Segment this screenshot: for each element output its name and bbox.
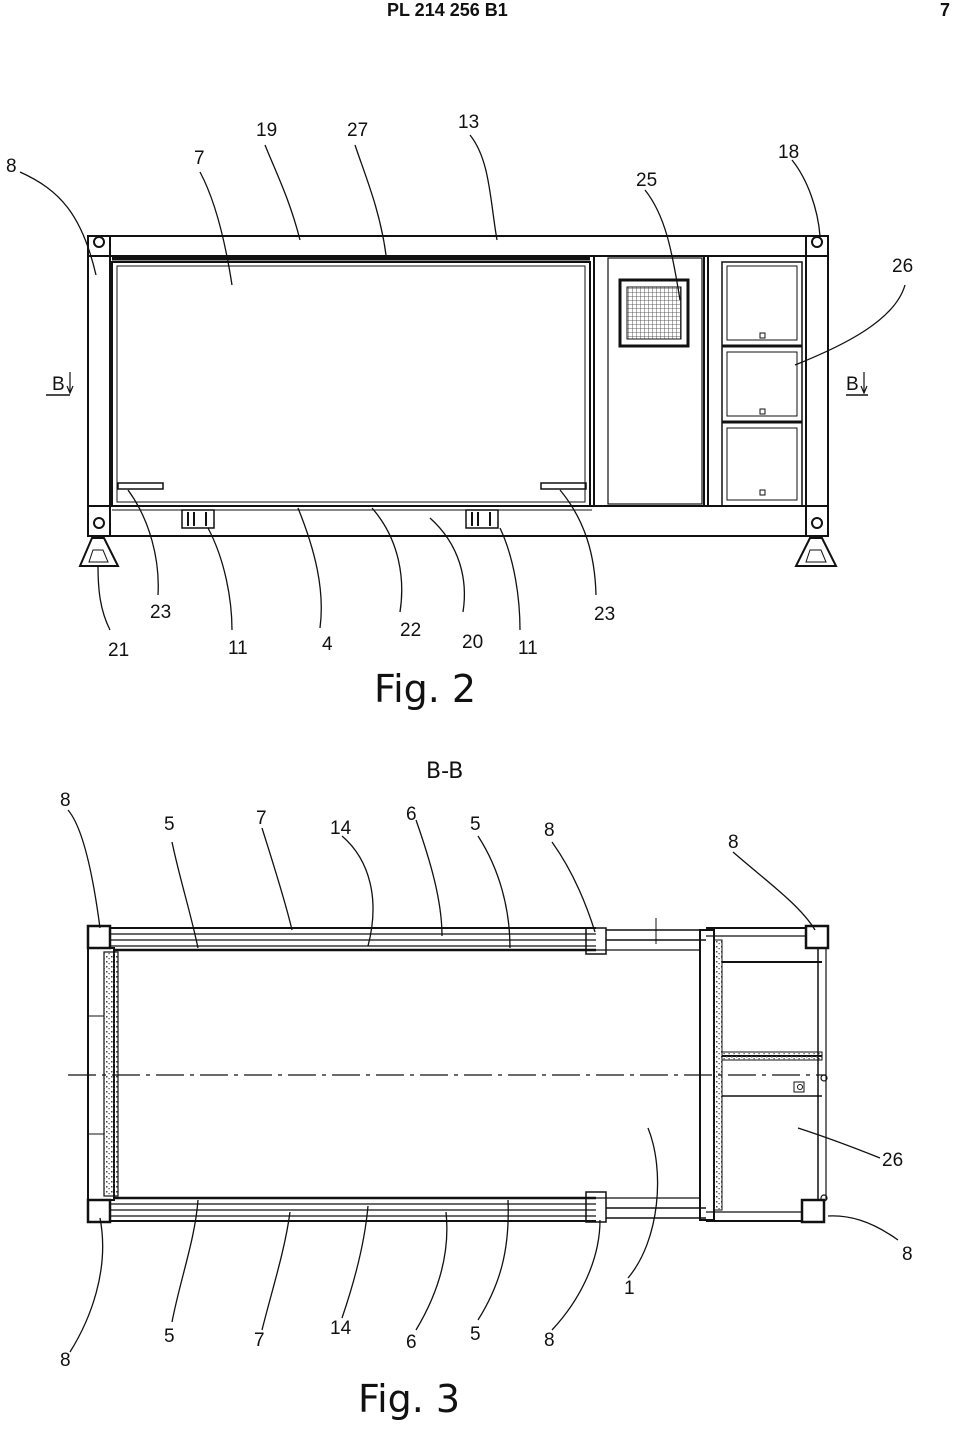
ref-label-5-t2: 5 [470,814,481,835]
ref-label-23-right: 23 [594,604,615,625]
ref-label-6-top: 6 [406,804,417,825]
ref-label-26-section: 26 [882,1150,903,1171]
ref-label-23-left: 23 [150,602,171,623]
figure-3-drawing [67,809,899,1353]
ref-label-6-bottom: 6 [406,1332,417,1353]
ref-label-8-bm: 8 [544,1330,555,1351]
ref-label-8-br: 8 [902,1244,913,1265]
ref-label-1: 1 [624,1278,635,1299]
ref-label-11-left: 11 [228,638,248,659]
ref-label-7-bottom: 7 [254,1330,265,1351]
section-mark-right: B [846,374,859,395]
section-mark-left: B [52,374,65,395]
ref-label-11-right: 11 [518,638,538,659]
ref-label-20: 20 [462,632,483,653]
figure-2-drawing [19,134,906,631]
ref-label-5-b1: 5 [164,1326,175,1347]
ref-label-8-bl: 8 [60,1350,71,1371]
ref-label-7: 7 [194,148,205,169]
ref-label-8-tm: 8 [544,820,555,841]
ref-label-14-bottom: 14 [330,1318,352,1339]
ref-label-13: 13 [458,112,479,133]
ref-label-26: 26 [892,256,913,277]
ref-label-5-t1: 5 [164,814,175,835]
ref-label-5-b2: 5 [470,1324,481,1345]
ref-label-21: 21 [108,640,129,661]
ref-label-14-top: 14 [330,818,352,839]
ref-label-7-top: 7 [256,808,267,829]
ref-label-8-tl: 8 [60,790,71,811]
ref-label-8-tr: 8 [728,832,739,853]
ref-label-4: 4 [322,634,333,655]
ref-label-19: 19 [256,120,277,141]
ref-label-18: 18 [778,142,799,163]
ref-label-25: 25 [636,170,657,191]
section-title: B-B [426,759,463,784]
ref-label-22: 22 [400,620,421,641]
ref-label-8: 8 [6,156,17,177]
document-number: PL 214 256 B1 [387,0,508,20]
figure-3-caption: Fig. 3 [358,1377,460,1421]
page-number: 7 [939,0,950,20]
ref-label-27: 27 [347,120,368,141]
figure-2-caption: Fig. 2 [374,667,476,711]
